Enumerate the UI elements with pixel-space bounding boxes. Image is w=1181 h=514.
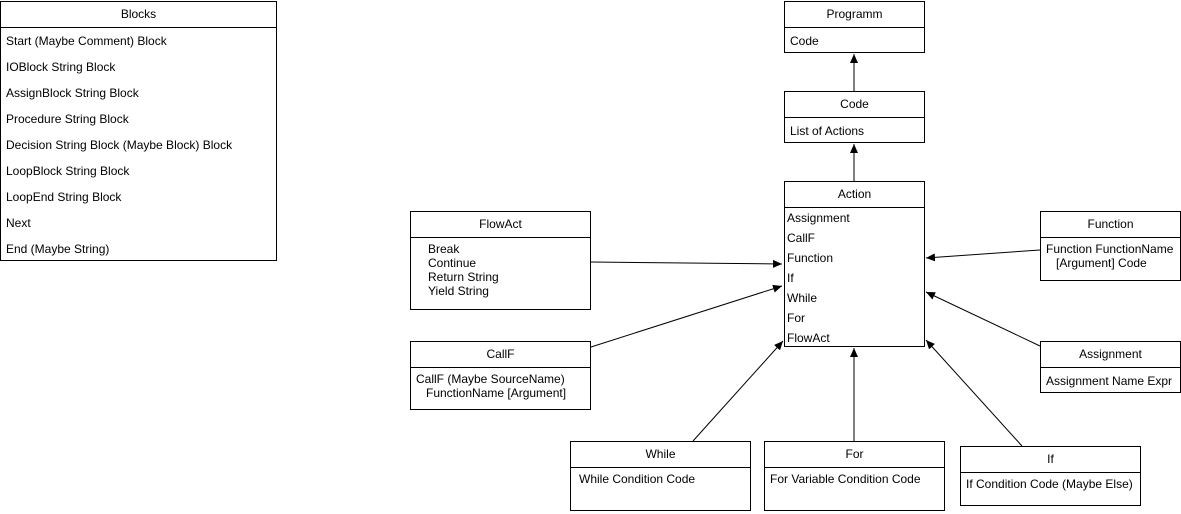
flowact-line: Return String	[428, 270, 499, 284]
for-box: For For Variable Condition Code	[764, 441, 945, 511]
flowact-line: Break	[428, 242, 460, 256]
action-title: Action	[785, 182, 924, 208]
action-item: Assignment	[787, 211, 850, 225]
blocks-title: Blocks	[1, 2, 276, 28]
edge-callf-to-action	[590, 284, 783, 348]
code-body: List of Actions	[790, 124, 865, 138]
action-item: For	[787, 311, 805, 325]
if-line: If Condition Code (Maybe Else)	[966, 477, 1133, 491]
if-body: If Condition Code (Maybe Else)	[961, 473, 1140, 495]
assignment-title: Assignment	[1041, 342, 1180, 368]
blocks-item: AssignBlock String Block	[6, 86, 139, 100]
if-box: If If Condition Code (Maybe Else)	[960, 446, 1141, 506]
assignment-body: Assignment Name Expr	[1046, 374, 1173, 388]
edge-flowact-to-action	[590, 259, 783, 268]
action-item: Function	[787, 251, 834, 265]
function-body: Function FunctionName [Argument] Code	[1041, 238, 1180, 274]
callf-box: CallF CallF (Maybe SourceName) FunctionN…	[410, 341, 591, 410]
blocks-item: LoopBlock String Block	[6, 164, 130, 178]
edge-assignment-to-action	[925, 291, 1041, 347]
callf-line: CallF (Maybe SourceName)	[416, 372, 565, 386]
flowact-title: FlowAct	[411, 212, 590, 238]
flowact-box: FlowAct Break Continue Return String Yie…	[410, 211, 591, 310]
blocks-item: Next	[6, 216, 31, 230]
while-body: While Condition Code	[571, 468, 750, 490]
while-title: While	[571, 442, 750, 468]
blocks-item: End (Maybe String)	[6, 242, 110, 256]
edge-while-to-action	[692, 340, 784, 442]
action-item: CallF	[787, 231, 816, 245]
function-box: Function Function FunctionName [Argument…	[1040, 211, 1181, 281]
function-line: Function FunctionName	[1046, 242, 1174, 256]
programm-title: Programm	[785, 2, 924, 28]
while-box: While While Condition Code	[570, 441, 751, 511]
blocks-item: Decision String Block (Maybe Block) Bloc…	[6, 138, 233, 152]
while-line: While Condition Code	[579, 472, 696, 486]
flowact-body: Break Continue Return String Yield Strin…	[411, 238, 590, 302]
for-title: For	[765, 442, 944, 468]
for-body: For Variable Condition Code	[765, 468, 944, 490]
if-title: If	[961, 447, 1140, 473]
callf-body: CallF (Maybe SourceName) FunctionName [A…	[411, 368, 590, 404]
function-title: Function	[1041, 212, 1180, 238]
programm-body: Code	[790, 34, 819, 48]
callf-line: FunctionName [Argument]	[416, 386, 567, 400]
blocks-item: Procedure String Block	[6, 112, 129, 126]
blocks-item: Start (Maybe Comment) Block	[6, 34, 167, 48]
blocks-item: IOBlock String Block	[6, 60, 116, 74]
for-line: For Variable Condition Code	[770, 472, 921, 486]
action-item: While	[787, 291, 818, 305]
action-item: FlowAct	[787, 331, 830, 345]
function-line: [Argument] Code	[1046, 256, 1147, 270]
callf-title: CallF	[411, 342, 590, 368]
edge-function-to-action	[925, 249, 1041, 262]
flowact-line: Continue	[428, 256, 477, 270]
code-box: Code List of Actions	[784, 91, 925, 143]
code-title: Code	[785, 92, 924, 118]
flowact-line: Yield String	[428, 284, 489, 298]
blocks-item: LoopEnd String Block	[6, 190, 122, 204]
action-item: If	[787, 271, 794, 285]
edge-if-to-action	[925, 339, 1023, 447]
programm-box: Programm Code	[784, 1, 925, 53]
assignment-box: Assignment Assignment Name Expr	[1040, 341, 1181, 393]
